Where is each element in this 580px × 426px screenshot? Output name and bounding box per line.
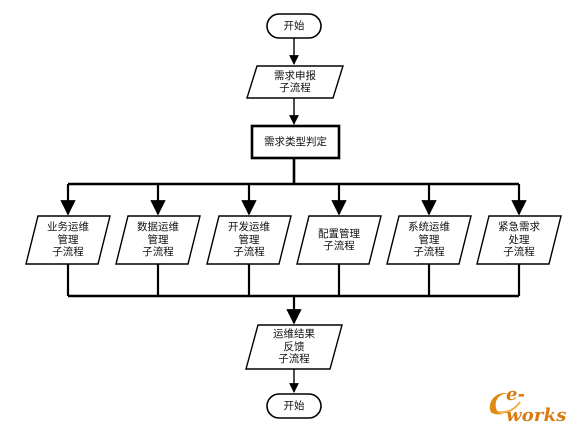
feedback-label: 运维结果 反馈 子流程 — [273, 328, 315, 366]
end-label: 开始 — [283, 399, 305, 412]
branch-shape-ops-system — [386, 215, 472, 265]
branch-label-urgent: 紧急需求 处理 子流程 — [498, 221, 540, 259]
report-shape — [246, 65, 344, 99]
branch-shape-ops-data — [115, 215, 201, 265]
branch-label-ops-data: 数据运维 管理 子流程 — [137, 221, 179, 259]
branch-shapes — [25, 215, 562, 265]
classify-box — [250, 124, 341, 160]
start-label: 开始 — [283, 19, 305, 32]
eworks-logo-icon — [489, 392, 521, 415]
eworks-watermark: e-works — [506, 384, 567, 426]
branch-connectors-down — [66, 264, 521, 296]
branch-shape-ops-business — [25, 215, 111, 265]
branch-label-config: 配置管理 子流程 — [318, 227, 360, 253]
end-terminator — [266, 393, 322, 419]
branch-label-ops-dev: 开发运维 管理 子流程 — [228, 221, 270, 259]
branch-shape-urgent — [476, 215, 562, 265]
classify-label: 需求类型判定 — [264, 135, 327, 148]
report-label: 需求申报 子流程 — [274, 69, 316, 95]
branch-shape-ops-dev — [206, 215, 292, 265]
branch-shape-config — [296, 215, 382, 265]
branch-label-ops-business: 业务运维 管理 子流程 — [47, 221, 89, 259]
branch-arrows-down — [60, 184, 527, 216]
feedback-shape — [245, 324, 343, 370]
branch-label-ops-system: 系统运维 管理 子流程 — [408, 221, 450, 259]
